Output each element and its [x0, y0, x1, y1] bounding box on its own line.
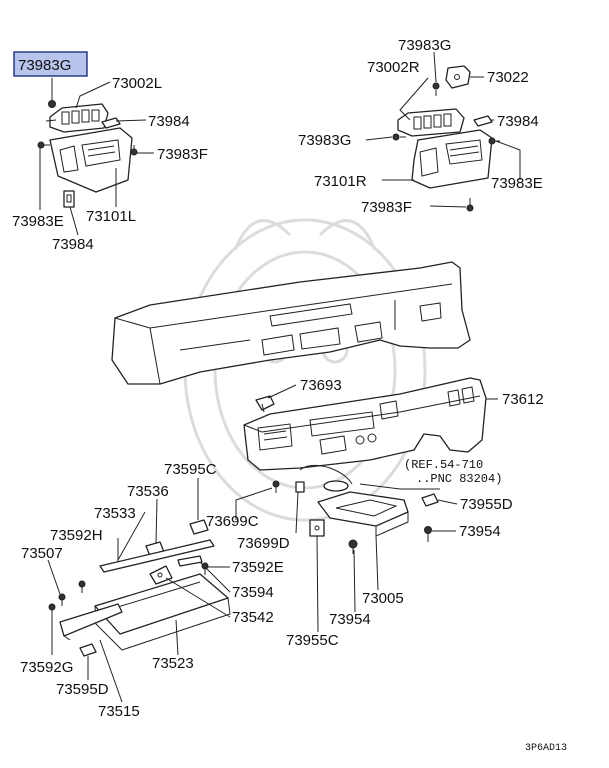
label-73536[interactable]: 73536	[127, 483, 169, 500]
label-73595C[interactable]: 73595C	[164, 461, 217, 478]
label-73955C[interactable]: 73955C	[286, 632, 339, 649]
label-73983G-left[interactable]: 73983G	[18, 57, 71, 74]
label-73699C[interactable]: 73699C	[206, 513, 259, 530]
label-73005[interactable]: 73005	[362, 590, 404, 607]
label-73592G[interactable]: 73592G	[20, 659, 73, 676]
label-73983F-right[interactable]: 73983F	[361, 199, 412, 216]
label-73002L[interactable]: 73002L	[112, 75, 162, 92]
label-73594[interactable]: 73594	[232, 584, 274, 601]
label-73983E-left[interactable]: 73983E	[12, 213, 64, 230]
label-73983F-left[interactable]: 73983F	[157, 146, 208, 163]
label-73983E-right[interactable]: 73983E	[491, 175, 543, 192]
label-73699D[interactable]: 73699D	[237, 535, 290, 552]
instrument-panel-lower	[243, 377, 487, 471]
label-73954-center[interactable]: 73954	[329, 611, 371, 628]
label-73022[interactable]: 73022	[487, 69, 529, 86]
part-labels: 73983G 73002L 73984 73983F 73983E 73101L…	[12, 37, 567, 754]
label-73612[interactable]: 73612	[502, 391, 544, 408]
label-73592E[interactable]: 73592E	[232, 559, 284, 576]
reference-note-line2: ..PNC 83204)	[416, 472, 502, 486]
label-73101R[interactable]: 73101R	[314, 173, 367, 190]
label-73002R[interactable]: 73002R	[367, 59, 420, 76]
label-73101L[interactable]: 73101L	[86, 208, 136, 225]
reference-note-line1: (REF.54-710	[404, 458, 483, 472]
label-73595D[interactable]: 73595D	[56, 681, 109, 698]
label-73523[interactable]: 73523	[152, 655, 194, 672]
label-73507[interactable]: 73507	[21, 545, 63, 562]
label-73984-right[interactable]: 73984	[497, 113, 539, 130]
label-73984-left-bottom[interactable]: 73984	[52, 236, 94, 253]
leader-lines	[39, 51, 521, 703]
label-73515[interactable]: 73515	[98, 703, 140, 720]
instrument-panel-upper	[111, 261, 471, 385]
label-73983G-right-mid[interactable]: 73983G	[298, 132, 351, 149]
label-73955D[interactable]: 73955D	[460, 496, 513, 513]
selected-part-highlight	[13, 51, 88, 77]
label-73984-left-top[interactable]: 73984	[148, 113, 190, 130]
label-73954-right[interactable]: 73954	[459, 523, 501, 540]
label-73983G-right-top[interactable]: 73983G	[398, 37, 451, 54]
label-73693[interactable]: 73693	[300, 377, 342, 394]
label-73542[interactable]: 73542	[232, 609, 274, 626]
left-side-vent-assembly	[37, 96, 138, 208]
label-73592H[interactable]: 73592H	[50, 527, 103, 544]
label-73533[interactable]: 73533	[94, 505, 136, 522]
diagram-code: 3P6AD13	[525, 743, 567, 754]
lower-center-parts	[272, 464, 439, 554]
glove-box-assembly	[48, 519, 231, 657]
watermark-logo	[183, 218, 427, 522]
right-side-vent-assembly	[392, 65, 500, 212]
